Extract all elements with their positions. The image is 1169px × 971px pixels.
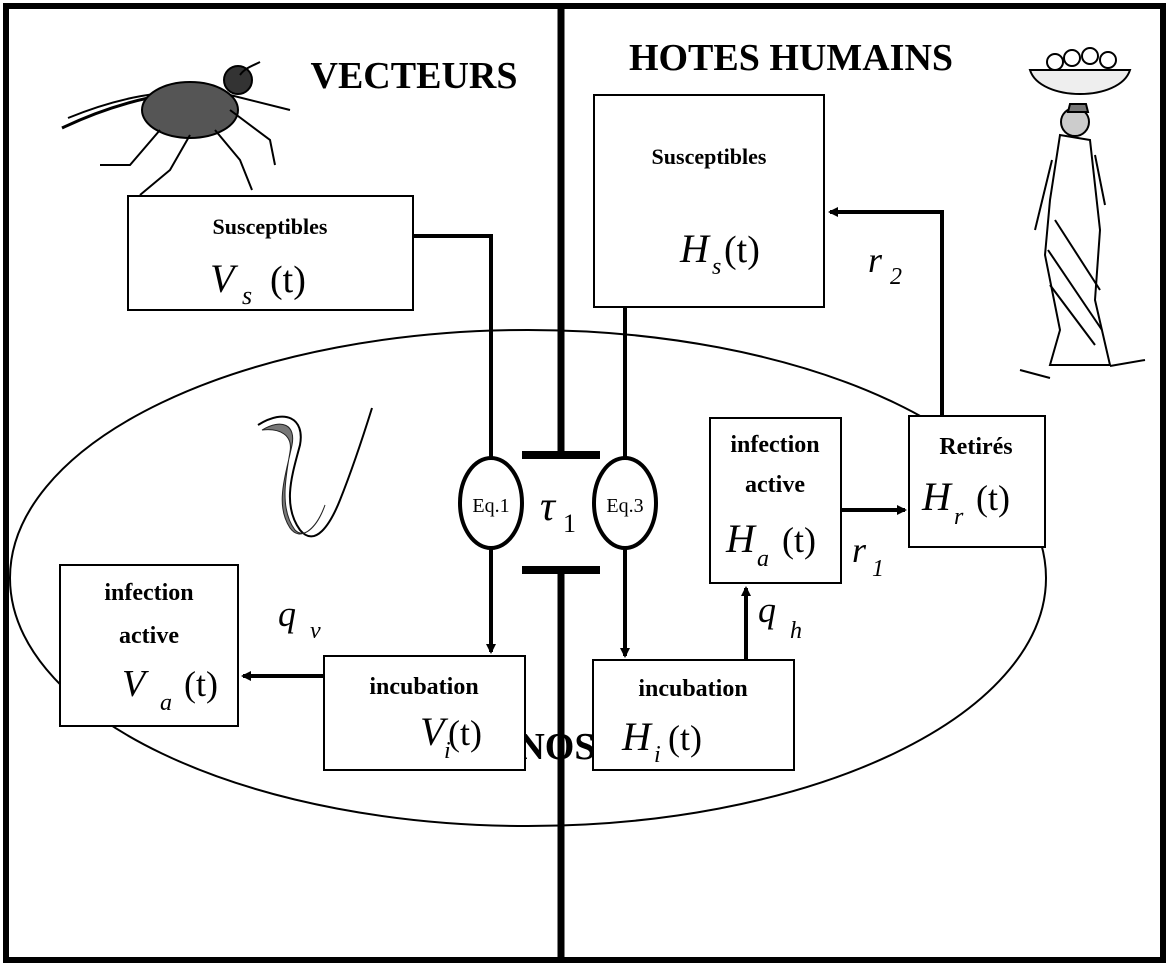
rate-qh-symbol: q: [758, 590, 776, 630]
host-active-label-2: active: [745, 472, 805, 498]
host-active-symbol: H: [725, 516, 757, 561]
vector-infection-path: [413, 236, 491, 458]
vectors-header: VECTEURS: [311, 55, 518, 97]
hosts-header: HOTES HUMAINS: [629, 37, 953, 79]
host-susceptible-label: Susceptibles: [652, 144, 767, 169]
host-incubation-label: incubation: [638, 676, 747, 702]
rate-qv-sub: v: [310, 618, 321, 644]
vector-incubation-arg: (t): [448, 713, 482, 753]
eq1-label: Eq.1: [472, 495, 509, 517]
host-removed-sub: r: [954, 504, 964, 530]
host-susceptible-box: [594, 95, 824, 307]
rate-qh-sub: h: [790, 618, 802, 644]
vector-susceptible-arg: (t): [270, 259, 306, 301]
host-active-arg: (t): [782, 520, 816, 560]
delay-sub: 1: [563, 509, 576, 538]
eq3-label: Eq.3: [606, 495, 643, 517]
rate-r1-symbol: r: [852, 530, 867, 570]
host-removed-symbol: H: [921, 474, 953, 519]
host-susceptible-symbol: H: [679, 226, 711, 271]
rate-r1-sub: 1: [872, 556, 884, 582]
host-incubation-sub: i: [654, 742, 661, 768]
host-susceptible-arg: (t): [724, 229, 760, 271]
woman-carrying-basket-icon: [1020, 48, 1145, 378]
tsetse-fly-icon: [62, 62, 290, 195]
trypanosome-icon: [258, 408, 372, 536]
delay-symbol: τ: [540, 484, 557, 530]
host-incubation-symbol: H: [621, 714, 653, 759]
rate-r2-sub: 2: [890, 264, 902, 290]
rate-qv-symbol: q: [278, 594, 296, 634]
host-susceptible-sub: s: [712, 254, 721, 280]
host-removed-label: Retirés: [939, 434, 1012, 460]
vector-active-label-2: active: [119, 623, 179, 649]
vector-active-arg: (t): [184, 664, 218, 704]
vector-susceptible-label: Susceptibles: [213, 214, 328, 239]
host-active-label-1: infection: [730, 432, 819, 458]
vector-active-sub: a: [160, 690, 172, 716]
rate-r2-symbol: r: [868, 240, 883, 280]
vector-susceptible-sub: s: [242, 281, 252, 310]
host-removed-arg: (t): [976, 478, 1010, 518]
vector-incubation-label: incubation: [369, 674, 478, 700]
host-active-sub: a: [757, 546, 769, 572]
vector-active-symbol: V: [122, 663, 149, 705]
vector-active-label-1: infection: [104, 580, 193, 606]
host-incubation-arg: (t): [668, 718, 702, 758]
host-recovery-arrow: [830, 212, 942, 416]
